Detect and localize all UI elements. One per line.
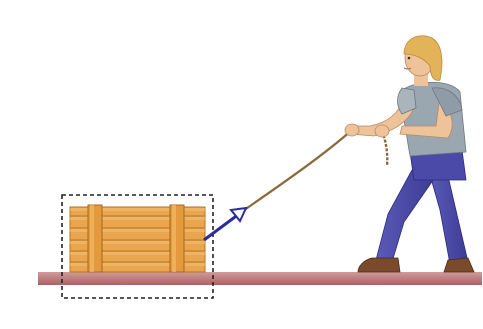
- person-pulling-figure: [345, 36, 474, 272]
- floor-strip: [38, 272, 482, 285]
- wooden-crate: [70, 205, 205, 272]
- pulling-rope: [240, 130, 352, 213]
- force-arrow-icon: [204, 208, 246, 240]
